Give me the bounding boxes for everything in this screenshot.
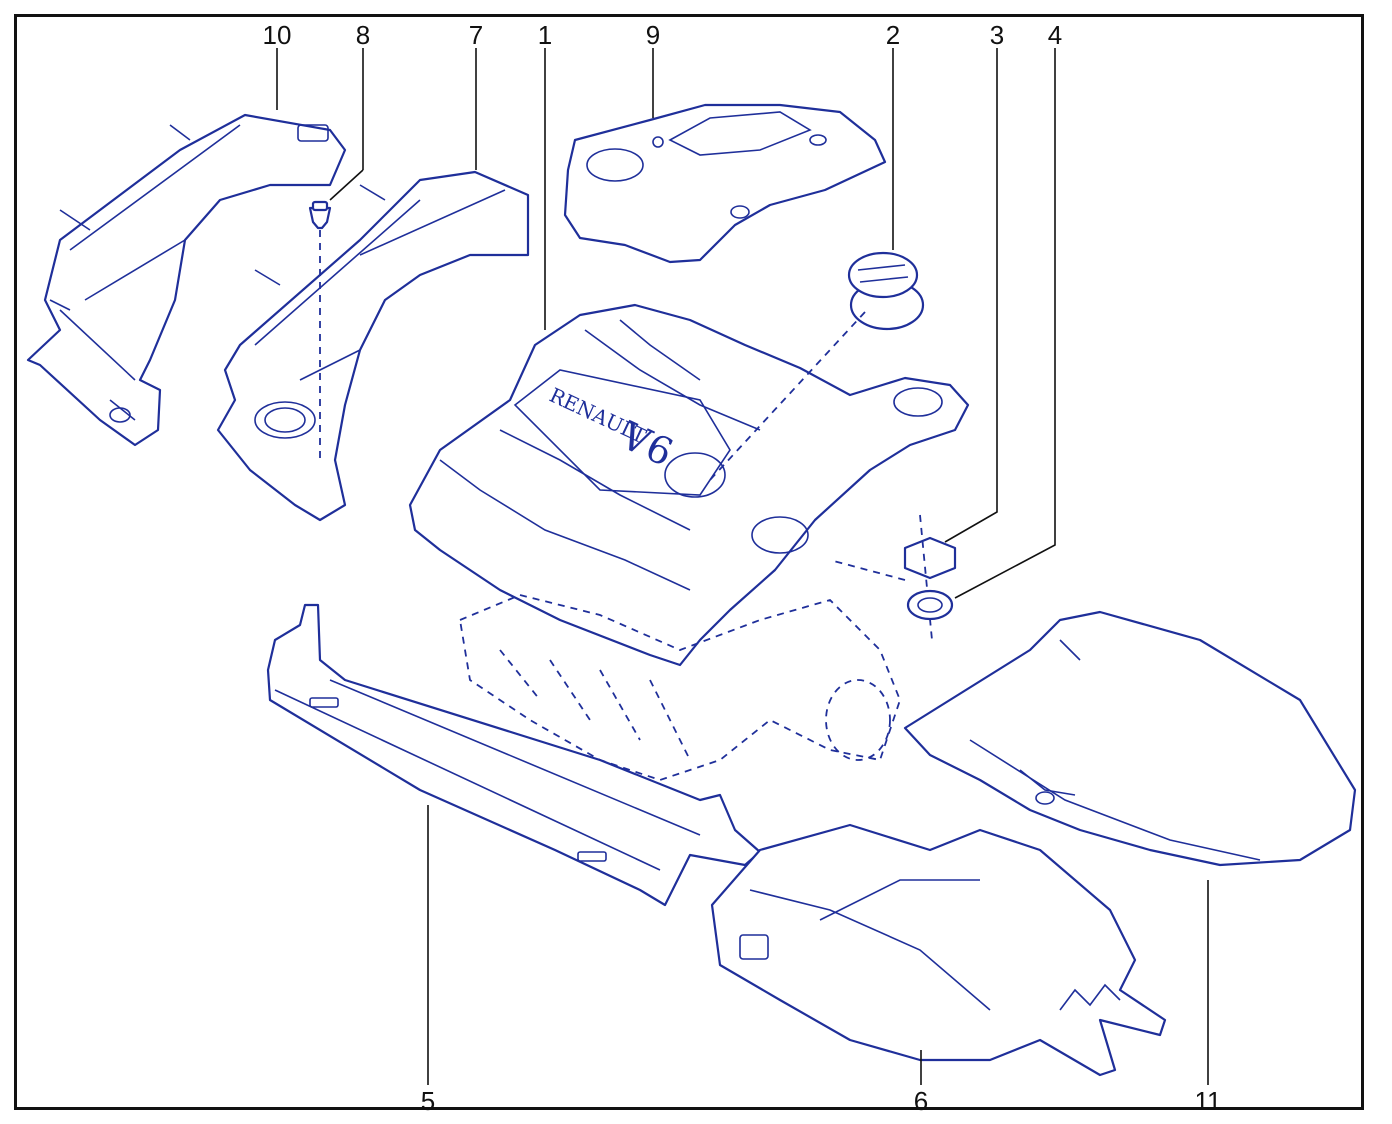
callout-9: 9 bbox=[646, 20, 660, 50]
part-4-grommet bbox=[906, 589, 954, 621]
callout-11: 11 bbox=[1195, 1086, 1222, 1116]
callout-10: 10 bbox=[263, 20, 292, 50]
callout-4: 4 bbox=[1048, 20, 1062, 50]
part-9-upper-cover bbox=[563, 103, 887, 264]
callout-labels: 10 8 7 1 9 2 3 4 5 6 11 bbox=[263, 20, 1222, 1116]
part-1-engine-cover: RENAULT V6 bbox=[408, 303, 970, 667]
part-3-guide-line bbox=[829, 559, 906, 581]
callout-6: 6 bbox=[914, 1086, 928, 1116]
callout-5: 5 bbox=[421, 1086, 435, 1116]
part-7-right-air-duct bbox=[216, 170, 530, 522]
callout-2: 2 bbox=[886, 20, 900, 50]
part-11-right-cover bbox=[903, 610, 1357, 867]
part-6-air-filter-housing bbox=[710, 823, 1167, 1077]
part-5-lower-rail bbox=[266, 603, 762, 907]
part-8-fastener-pin bbox=[308, 200, 332, 462]
callout-8: 8 bbox=[356, 20, 370, 50]
part-10-left-air-duct bbox=[26, 113, 347, 447]
part-2-filler-cap bbox=[709, 251, 925, 481]
callout-1: 1 bbox=[538, 20, 552, 50]
callout-7: 7 bbox=[469, 20, 483, 50]
leader-lines bbox=[276, 48, 1209, 1085]
intake-manifold-outline bbox=[458, 594, 901, 781]
callout-3: 3 bbox=[990, 20, 1004, 50]
part-3-clip bbox=[903, 514, 957, 641]
